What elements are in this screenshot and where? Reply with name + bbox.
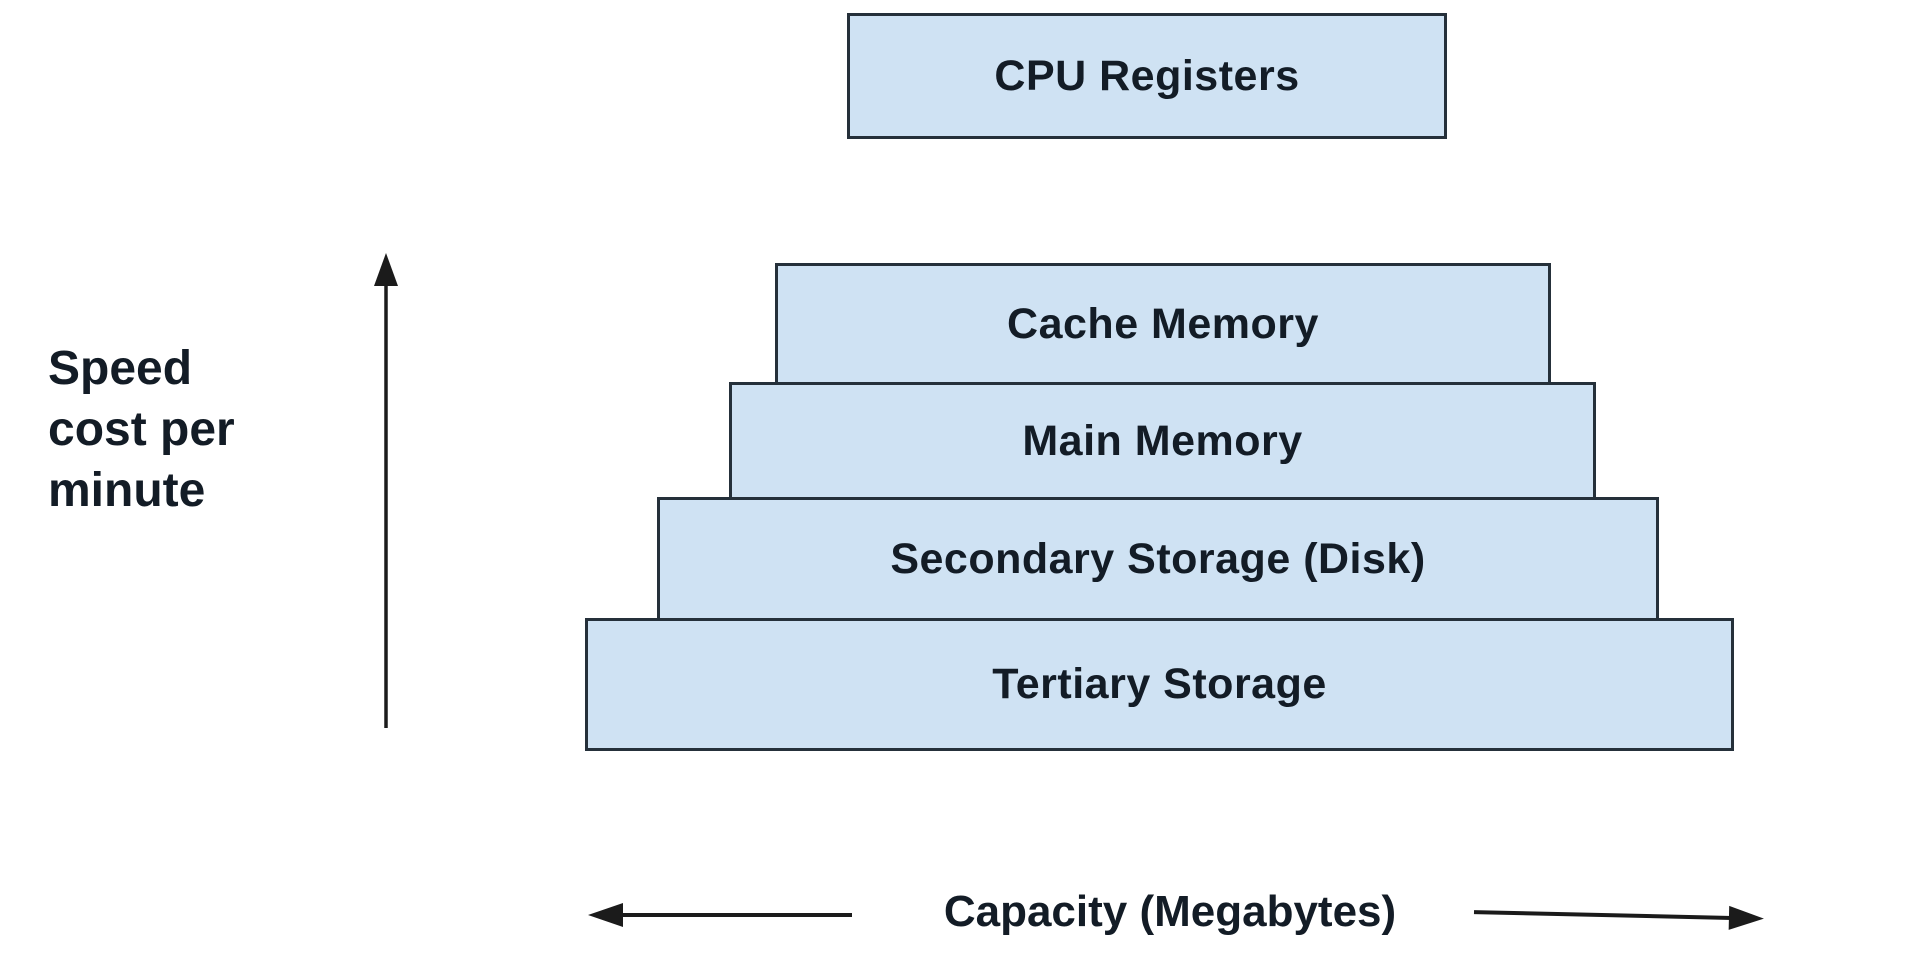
capacity-right-arrow-icon	[1473, 905, 1764, 930]
secondary-storage-label: Secondary Storage (Disk)	[890, 534, 1426, 583]
tertiary-storage-label: Tertiary Storage	[992, 660, 1327, 708]
capacity-axis-label: Capacity (Megabytes)	[943, 887, 1397, 936]
speed-axis-line-3: minute	[48, 464, 206, 517]
cpu-registers-box: CPU Registers	[847, 13, 1447, 139]
capacity-left-arrow-icon	[588, 903, 852, 927]
pyramid-layer-cache-memory: Cache Memory	[775, 263, 1551, 385]
cpu-registers-label: CPU Registers	[994, 51, 1300, 100]
pyramid-layer-tertiary-storage: Tertiary Storage	[585, 618, 1734, 751]
speed-axis-label: Speed cost per minute	[48, 338, 235, 521]
speed-up-arrow-icon	[374, 253, 398, 728]
pyramid-layer-secondary-storage: Secondary Storage (Disk)	[657, 497, 1659, 621]
speed-axis-line-2: cost per	[48, 403, 235, 456]
cache-memory-label: Cache Memory	[1007, 299, 1319, 348]
main-memory-label: Main Memory	[1022, 416, 1303, 465]
speed-axis-line-1: Speed	[48, 342, 193, 395]
pyramid-layer-main-memory: Main Memory	[729, 382, 1596, 500]
